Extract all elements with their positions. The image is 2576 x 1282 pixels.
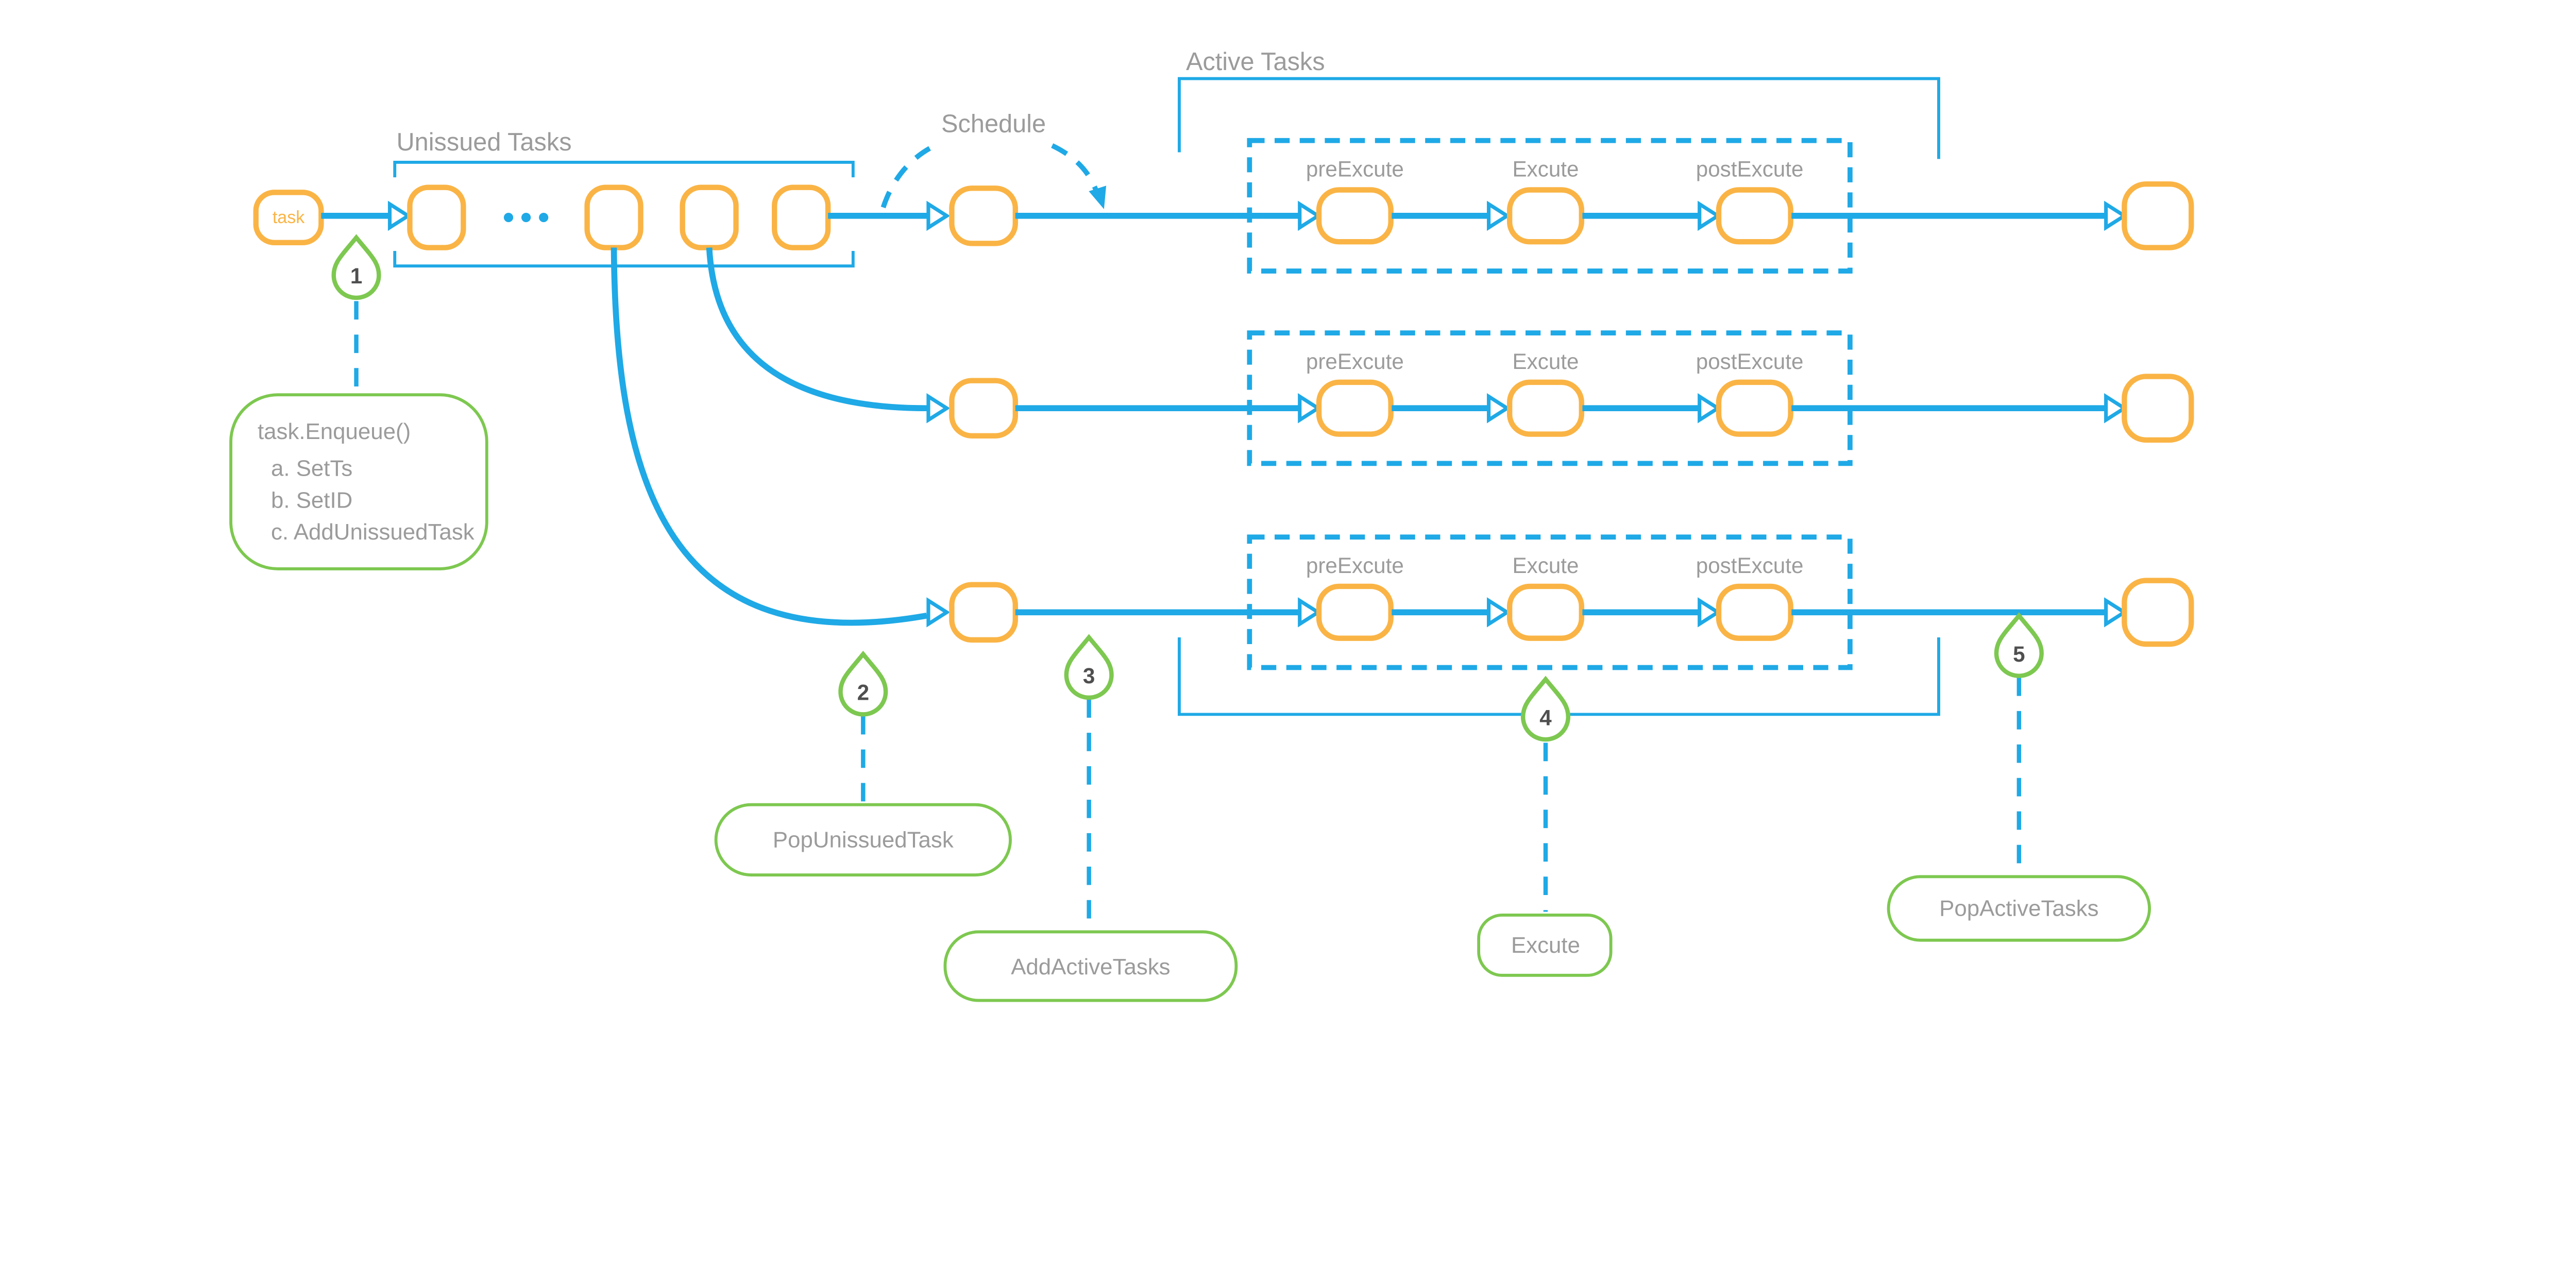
unissued-tasks-section: Unissued Tasks task bbox=[253, 128, 951, 268]
row3-preexcute-node bbox=[1316, 583, 1394, 641]
row2-arrowhead-final bbox=[2104, 393, 2128, 424]
schedule-arc-arrowhead bbox=[1089, 185, 1107, 209]
enqueue-line-1: task.Enqueue() bbox=[258, 419, 411, 444]
row2-excute-node bbox=[1506, 379, 1584, 437]
row1-final-node bbox=[2122, 181, 2194, 250]
row2-entry-node bbox=[949, 378, 1018, 438]
row1-excute-node bbox=[1506, 187, 1584, 245]
unissued-bottom-bracket bbox=[393, 251, 855, 268]
row1-postexcute-label: postExcute bbox=[1696, 157, 1804, 181]
excute-annotation-label: Excute bbox=[1511, 933, 1580, 958]
row2-active-box bbox=[1247, 330, 1853, 466]
marker-2-pin-icon bbox=[838, 650, 888, 717]
marker-2-group: 2 PopUnissuedTask bbox=[714, 650, 1012, 876]
row2-postexcute-node bbox=[1716, 379, 1793, 437]
row1-arrowhead-pre-ex bbox=[1487, 200, 1511, 231]
row3-final-node bbox=[2122, 578, 2194, 647]
marker-4-group: 4 Excute bbox=[1477, 676, 1613, 977]
task-node-label: task bbox=[273, 208, 305, 227]
schedule-arc-left bbox=[880, 141, 940, 209]
row1-preexcute-label: preExcute bbox=[1306, 157, 1404, 181]
marker-3-group: 3 AddActiveTasks bbox=[943, 634, 1238, 1002]
arrowhead-queue-to-schedule bbox=[926, 200, 951, 231]
pop-active-tasks-box bbox=[1887, 875, 2151, 942]
pop-unissued-task-label: PopUnissuedTask bbox=[773, 827, 954, 852]
unissued-tasks-label: Unissued Tasks bbox=[396, 128, 571, 156]
pop-unissued-task-box bbox=[714, 803, 1012, 876]
schedule-section: Schedule bbox=[880, 110, 1107, 209]
unissued-top-bracket bbox=[393, 161, 855, 178]
row2-arrowhead-ex-post bbox=[1698, 393, 1722, 424]
worker-row-1: preExcute Excute postExcute bbox=[949, 138, 2194, 274]
row3-postexcute-label: postExcute bbox=[1696, 553, 1804, 578]
queue-node-1 bbox=[407, 184, 466, 250]
arrowhead-task-to-queue bbox=[387, 200, 412, 231]
arrowhead-curve-row2 bbox=[926, 393, 951, 424]
worker-row-3: preExcute Excute postExcute bbox=[949, 534, 2194, 670]
marker-3-pin-icon bbox=[1064, 634, 1114, 700]
marker-5-number: 5 bbox=[2013, 642, 2025, 666]
row1-preexcute-node bbox=[1316, 187, 1394, 245]
add-active-tasks-box bbox=[943, 930, 1238, 1002]
queue-ellipsis-dot bbox=[539, 212, 549, 223]
row3-excute-node bbox=[1506, 583, 1584, 641]
worker-row-2: preExcute Excute postExcute bbox=[949, 330, 2194, 466]
row1-excute-label: Excute bbox=[1513, 157, 1579, 181]
row3-preexcute-label: preExcute bbox=[1306, 553, 1404, 578]
marker-2-number: 2 bbox=[857, 681, 869, 705]
pop-active-tasks-label: PopActiveTasks bbox=[1939, 896, 2098, 921]
row2-postexcute-label: postExcute bbox=[1696, 349, 1804, 374]
row1-active-box bbox=[1247, 138, 1853, 274]
enqueue-line-3: b. SetID bbox=[271, 487, 352, 513]
queue-node-2 bbox=[584, 184, 643, 250]
row3-arrowhead-final bbox=[2104, 597, 2128, 628]
row2-arrowhead-pre-ex bbox=[1487, 393, 1511, 424]
row3-arrowhead-ex-post bbox=[1698, 597, 1722, 628]
queue-ellipsis-dot bbox=[521, 212, 531, 223]
marker-1-pin-icon bbox=[331, 234, 381, 300]
row3-postexcute-node bbox=[1716, 583, 1793, 641]
add-active-tasks-label: AddActiveTasks bbox=[1011, 954, 1170, 980]
row3-active-box bbox=[1247, 534, 1853, 670]
active-tasks-label: Active Tasks bbox=[1186, 48, 1325, 76]
queue-node-3 bbox=[680, 184, 739, 250]
curve-queue-to-row3 bbox=[611, 247, 927, 626]
active-tasks-top-bracket bbox=[1178, 77, 1940, 159]
marker-4-pin-icon bbox=[1520, 676, 1571, 742]
enqueue-line-2: a. SetTs bbox=[271, 456, 352, 481]
task-scheduling-diagram: Unissued Tasks task Schedule Active Task… bbox=[229, 48, 2194, 1002]
row3-arrowhead-pre-ex bbox=[1487, 597, 1511, 628]
row3-arrowhead-entry bbox=[1298, 597, 1322, 628]
row3-excute-label: Excute bbox=[1513, 553, 1579, 578]
marker-5-group: 5 PopActiveTasks bbox=[1887, 612, 2151, 942]
curve-queue-to-row2 bbox=[706, 247, 927, 412]
enqueue-line-4: c. AddUnissuedTask bbox=[271, 519, 474, 545]
row2-arrowhead-entry bbox=[1298, 393, 1322, 424]
marker-3-number: 3 bbox=[1083, 664, 1095, 688]
row1-postexcute-node bbox=[1716, 187, 1793, 245]
row2-preexcute-label: preExcute bbox=[1306, 349, 1404, 374]
marker-5-pin-icon bbox=[1994, 612, 2044, 678]
queue-node-4 bbox=[772, 184, 831, 250]
row1-entry-node bbox=[949, 185, 1018, 246]
schedule-label: Schedule bbox=[941, 110, 1046, 138]
row2-final-node bbox=[2122, 374, 2194, 443]
row1-arrowhead-final bbox=[2104, 200, 2128, 231]
row1-arrowhead-ex-post bbox=[1698, 200, 1722, 231]
excute-annotation-box bbox=[1477, 914, 1613, 977]
enqueue-annotation-box bbox=[229, 393, 488, 570]
row2-excute-label: Excute bbox=[1513, 349, 1579, 374]
row1-arrowhead-entry bbox=[1298, 200, 1322, 231]
arrowhead-curve-row3 bbox=[926, 597, 951, 628]
marker-4-number: 4 bbox=[1539, 705, 1552, 730]
row3-entry-node bbox=[949, 582, 1018, 643]
diagram-canvas: Unissued Tasks task Schedule Active Task… bbox=[229, 48, 2194, 1002]
marker-1-number: 1 bbox=[350, 264, 362, 288]
row2-preexcute-node bbox=[1316, 379, 1394, 437]
queue-ellipsis-dot bbox=[503, 212, 514, 223]
schedule-arc-right bbox=[1051, 143, 1100, 195]
marker-1-group: 1 task.Enqueue() a. SetTs b. SetID c. Ad… bbox=[229, 234, 488, 570]
